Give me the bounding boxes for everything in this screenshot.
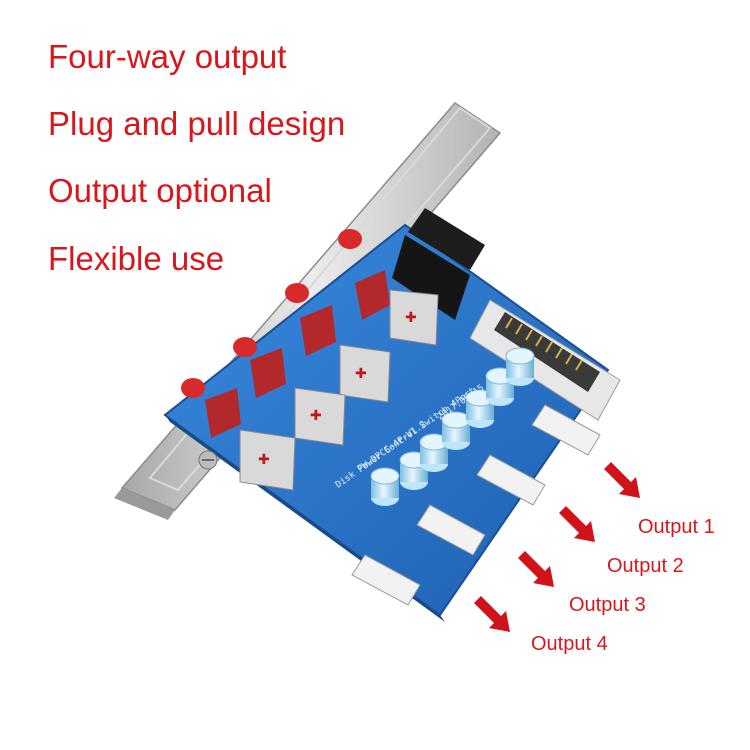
- sata-connector: [408, 208, 621, 421]
- button-caps-bracket: [181, 229, 362, 398]
- feature-four-way-output: Four-way output: [48, 38, 287, 75]
- down-right-arrow-icon: [518, 551, 554, 587]
- svg-text:✚: ✚: [258, 452, 270, 468]
- switch-modules: ✚ ✚ ✚ ✚: [198, 270, 439, 491]
- down-right-arrow-icon: [474, 596, 510, 632]
- down-right-arrow-icon: [604, 462, 640, 498]
- output-2-label: Output 2: [607, 555, 684, 577]
- feature-plug-and-pull: Plug and pull design: [48, 105, 346, 142]
- feature-output-optional: Output optional: [48, 172, 272, 209]
- output-headers: [351, 404, 601, 606]
- output-1-label: Output 1: [638, 516, 715, 538]
- svg-text:✚: ✚: [310, 408, 322, 424]
- output-4-label: Output 4: [531, 633, 608, 655]
- svg-text:✚: ✚: [355, 366, 367, 382]
- output-3-label: Output 3: [569, 594, 646, 616]
- down-right-arrow-icon: [559, 506, 595, 542]
- feature-flexible-use: Flexible use: [48, 240, 225, 277]
- svg-text:✚: ✚: [405, 310, 417, 326]
- molex-housing: [392, 235, 470, 320]
- capacitors: [370, 347, 535, 506]
